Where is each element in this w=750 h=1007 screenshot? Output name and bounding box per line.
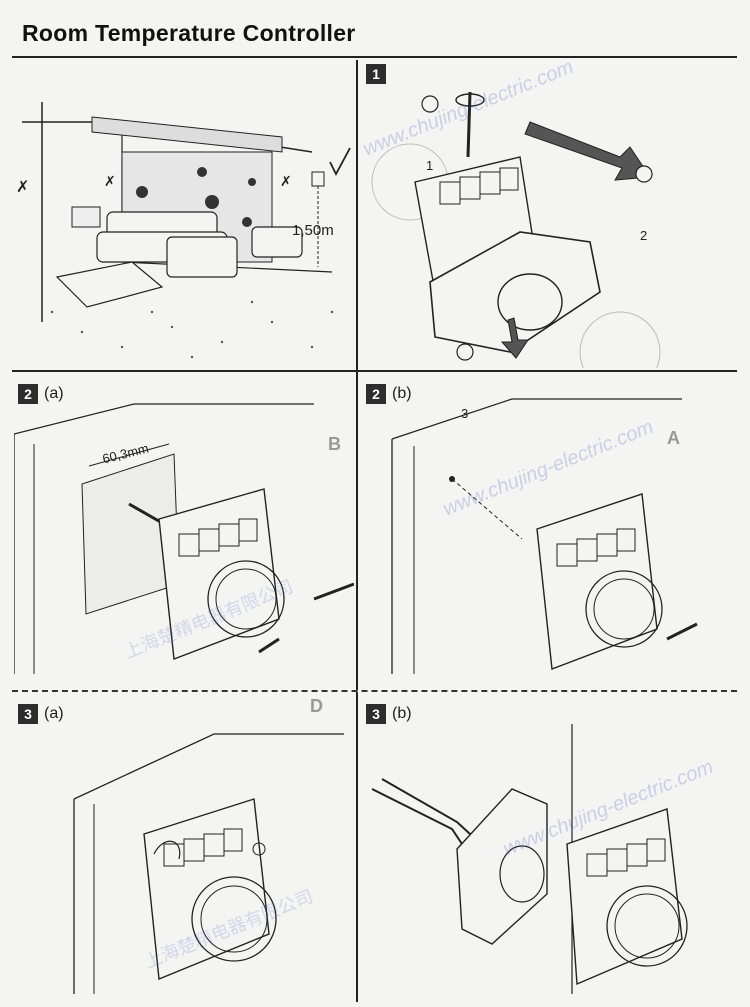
step-2a-sub: (a) (44, 385, 64, 402)
document-title: Room Temperature Controller (22, 20, 356, 46)
title-rule (12, 56, 737, 58)
wall-letter-b: B (328, 434, 341, 454)
step-3a-label: 3 (a) (18, 704, 64, 724)
step-2b-illustration (391, 398, 698, 674)
step-3b-illustration (371, 724, 688, 994)
divider-vertical-middle (356, 372, 358, 690)
svg-text:✗: ✗ (104, 173, 116, 189)
divider-horizontal-1 (12, 370, 737, 372)
panel-step-1: 1 1 2 3 (360, 62, 736, 421)
callout-2: 2 (640, 228, 648, 243)
step-3b-sub: (b) (392, 705, 412, 722)
step-3a-sub: (a) (44, 705, 64, 722)
panel-step-3b: 3 (b) (362, 694, 736, 1002)
mounting-height-label: 1,50m (292, 222, 334, 239)
divider-vertical-top (356, 60, 358, 372)
step-3b-label: 3 (b) (366, 704, 412, 724)
step-1-label: 1 (366, 64, 386, 84)
step-2b-number: 2 (366, 384, 386, 404)
callout-3: 3 (461, 406, 469, 421)
panel-step-2a: 2 (a) B 60,3mm (13, 374, 355, 688)
step-2b-label: 2 (b) (366, 384, 412, 404)
step-1-illustration (371, 91, 661, 393)
step-2b-sub: (b) (392, 385, 412, 402)
wall-letter-a: A (667, 428, 680, 448)
divider-vertical-bottom (356, 692, 358, 1002)
room-illustration: ✗ ✗ ✗ (16, 102, 351, 359)
panel-step-2b: 2 (b) A (362, 374, 736, 688)
step-2a-illustration (13, 403, 355, 674)
step-2a-label: 2 (a) (18, 384, 64, 404)
callout-1: 1 (426, 158, 434, 173)
panel-step-3a: 3 (a) D (14, 694, 354, 1002)
step-2a-number: 2 (18, 384, 38, 404)
step-3a-illustration (73, 733, 344, 994)
svg-text:✗: ✗ (280, 173, 292, 189)
divider-dashed (12, 690, 737, 692)
step-3a-number: 3 (18, 704, 38, 724)
step-1-number: 1 (366, 64, 386, 84)
wall-letter-d: D (310, 696, 323, 716)
panel-room-illustration: ✗ ✗ ✗ 1,50m (12, 62, 354, 368)
step-3b-number: 3 (366, 704, 386, 724)
svg-text:✗: ✗ (16, 179, 29, 196)
